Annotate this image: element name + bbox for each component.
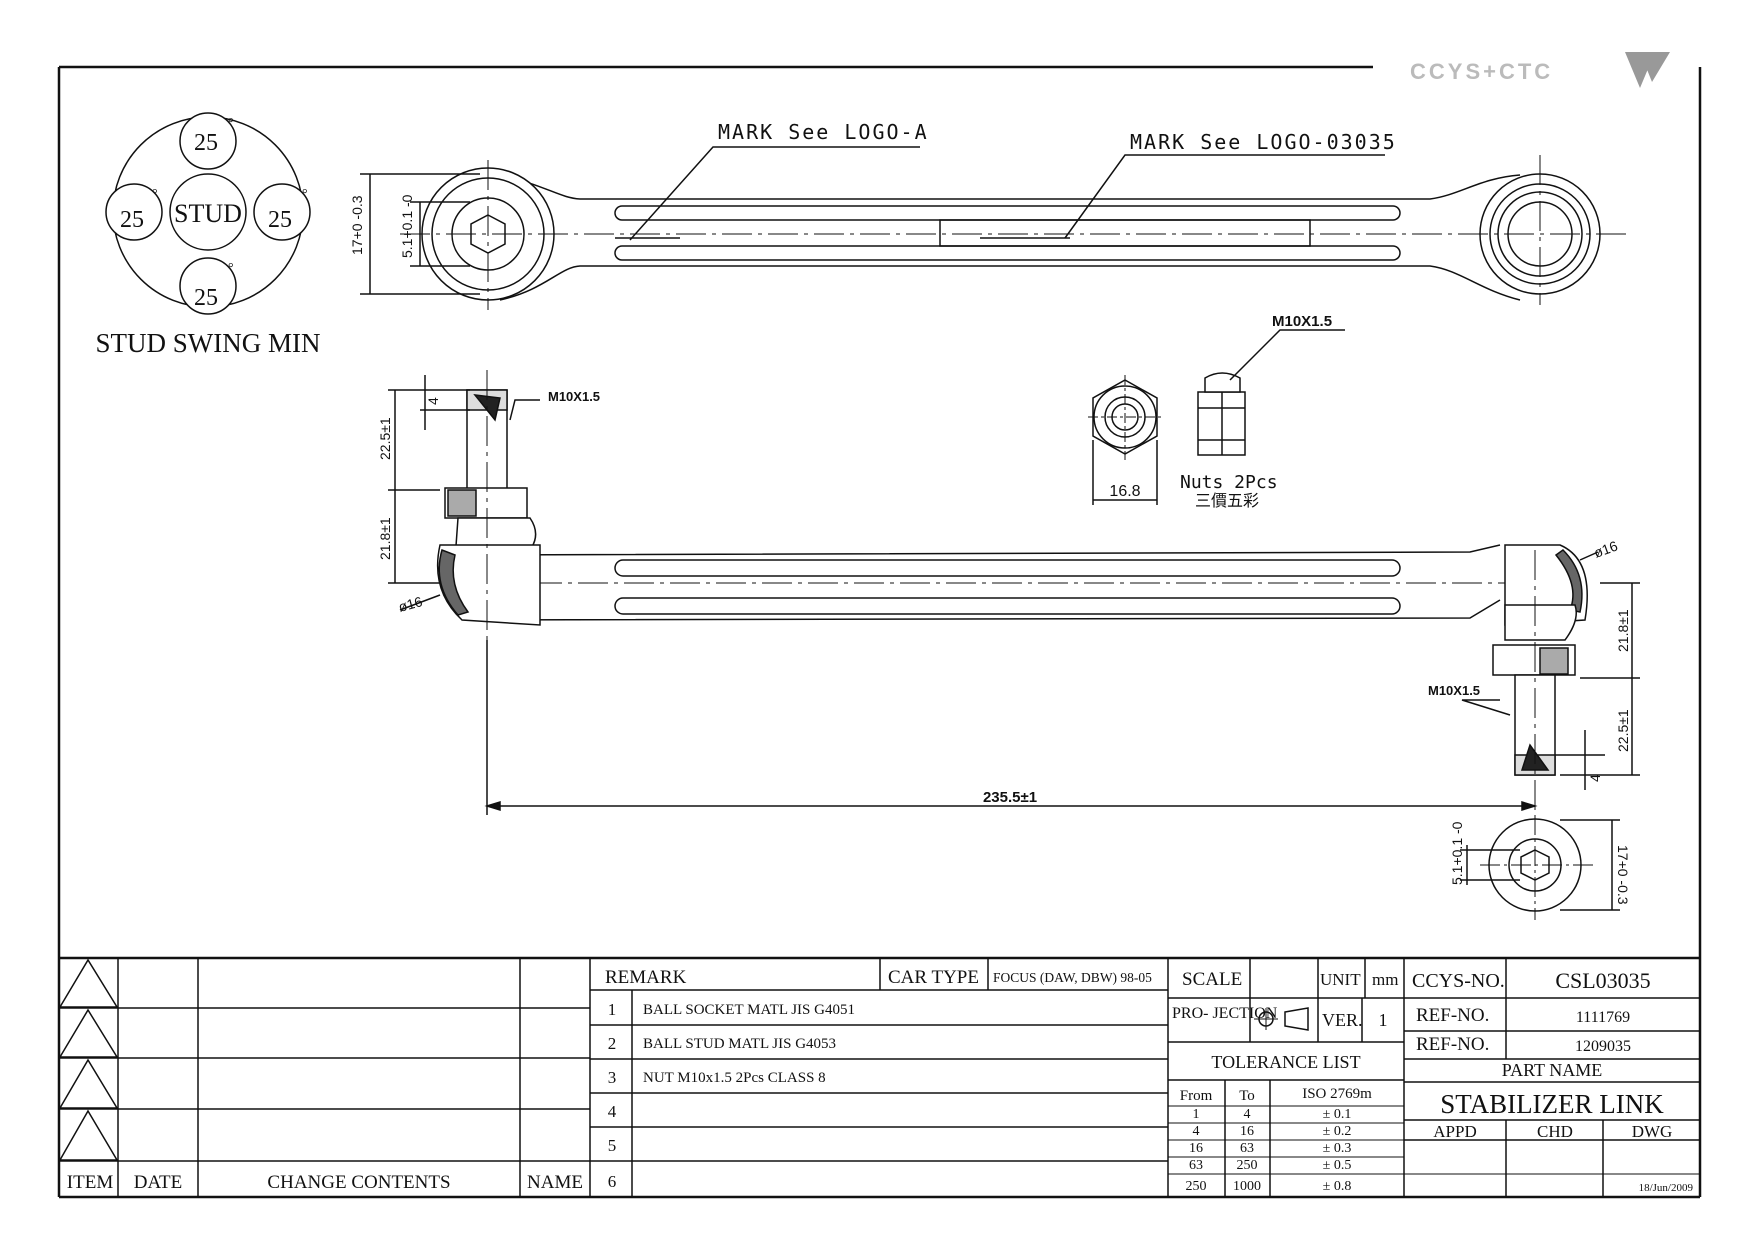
dim-stud-length-right: 22.5±1 bbox=[1615, 709, 1631, 752]
tol-value: ± 0.2 bbox=[1323, 1124, 1352, 1139]
projection-label: PRO- JECTION bbox=[1172, 1005, 1278, 1022]
ref-no-1: 1111769 bbox=[1576, 1009, 1630, 1026]
brand-mark-icon bbox=[1625, 52, 1670, 88]
part-name-value: STABILIZER LINK bbox=[1440, 1089, 1664, 1119]
ccys-no-value: CSL03035 bbox=[1555, 968, 1650, 993]
chd-label: CHD bbox=[1537, 1122, 1573, 1141]
remark-no: 6 bbox=[608, 1172, 617, 1191]
remark-text: NUT M10x1.5 2Pcs CLASS 8 bbox=[643, 1070, 826, 1086]
top-view: MARK See LOGO-A MARK See LOGO-03035 17+0… bbox=[349, 120, 1630, 310]
tol-to: 4 bbox=[1244, 1107, 1251, 1122]
tolerance-title: TOLERANCE LIST bbox=[1211, 1052, 1360, 1072]
dim-overall-length: 235.5±1 bbox=[983, 789, 1037, 806]
tol-to: 1000 bbox=[1233, 1179, 1261, 1194]
appd-label: APPD bbox=[1433, 1122, 1476, 1141]
tol-to: 63 bbox=[1240, 1141, 1254, 1156]
mark-logo-a: MARK See LOGO-A bbox=[718, 120, 929, 144]
nuts-detail: 16.8 M10X1.5 Nuts 2Pcs 三價五彩 bbox=[1088, 313, 1345, 510]
swing-angle-bottom: 25 bbox=[194, 285, 218, 311]
col-item-header: ITEM bbox=[67, 1172, 114, 1193]
tol-value: ± 0.1 bbox=[1323, 1107, 1352, 1122]
brand-logo: CCYS+CTC bbox=[1410, 52, 1670, 88]
remark-no: 3 bbox=[608, 1068, 617, 1087]
remark-no: 2 bbox=[608, 1034, 617, 1053]
dim-height-top: 17+0 -0.3 bbox=[349, 195, 365, 255]
title-block: CCYS-NO. CSL03035 REF-NO. 1111769 REF-NO… bbox=[1404, 958, 1700, 1197]
unit-value: mm bbox=[1372, 970, 1398, 989]
remark-block: REMARK CAR TYPE FOCUS (DAW, DBW) 98-05 1… bbox=[590, 958, 1169, 1197]
ref-no-label: REF-NO. bbox=[1416, 1034, 1489, 1055]
swing-angle-top: 25 bbox=[194, 130, 218, 156]
tol-from-header: From bbox=[1180, 1088, 1213, 1104]
revision-block: ITEM DATE CHANGE CONTENTS NAME bbox=[58, 958, 591, 1197]
car-type-value: FOCUS (DAW, DBW) 98-05 bbox=[993, 970, 1152, 985]
tol-value: ± 0.3 bbox=[1323, 1141, 1352, 1156]
dim-ball-right: ø16 bbox=[1592, 537, 1620, 560]
dim-hex-top: 5.1+0.1 -0 bbox=[399, 194, 415, 258]
swing-angle-right: 25 bbox=[268, 207, 292, 233]
ccys-no-label: CCYS-NO. bbox=[1412, 970, 1505, 992]
dim-height-end: 17+0 -0.3 bbox=[1615, 845, 1631, 905]
nuts-label: Nuts 2Pcs bbox=[1180, 472, 1278, 493]
tol-value: ± 0.8 bbox=[1323, 1179, 1352, 1194]
thread-label-right: M10X1.5 bbox=[1428, 683, 1480, 698]
scale-label: SCALE bbox=[1182, 969, 1242, 990]
dim-nut-width: 16.8 bbox=[1109, 483, 1140, 500]
dim-tip-left: 4 bbox=[425, 397, 441, 405]
end-view: 5.1+0.1 -0 17+0 -0.3 bbox=[1449, 815, 1631, 920]
nuts-finish-label: 三價五彩 bbox=[1195, 492, 1259, 510]
remark-title: REMARK bbox=[605, 967, 687, 988]
stud-swing-diagram: STUD 25 25 25 25 ° ° ° ° STUD SWING MIN bbox=[96, 112, 321, 358]
mark-logo-part: MARK See LOGO-03035 bbox=[1130, 130, 1397, 154]
dim-stud-height-left: 21.8±1 bbox=[377, 517, 393, 560]
degree-mark: ° bbox=[228, 261, 234, 276]
drawing-date: 18/Jun/2009 bbox=[1639, 1182, 1694, 1194]
col-date-header: DATE bbox=[134, 1172, 183, 1193]
dim-ball-left: ø16 bbox=[397, 593, 425, 615]
unit-label: UNIT bbox=[1320, 970, 1361, 989]
tol-iso-header: ISO 2769m bbox=[1302, 1086, 1372, 1102]
col-name-header: NAME bbox=[527, 1172, 583, 1193]
thread-label-nut: M10X1.5 bbox=[1272, 313, 1332, 330]
dim-stud-height-right: 21.8±1 bbox=[1615, 609, 1631, 652]
remark-no: 5 bbox=[608, 1136, 617, 1155]
remark-no: 1 bbox=[608, 1000, 617, 1019]
ref-no-2: 1209035 bbox=[1575, 1038, 1631, 1055]
degree-mark: ° bbox=[152, 187, 158, 202]
degree-mark: ° bbox=[228, 116, 234, 131]
dim-stud-length-left: 22.5±1 bbox=[377, 417, 393, 460]
remark-text: BALL SOCKET MATL JIS G4051 bbox=[643, 1002, 855, 1018]
tol-from: 63 bbox=[1189, 1158, 1203, 1173]
ver-label: VER. bbox=[1322, 1010, 1363, 1030]
degree-mark: ° bbox=[302, 187, 308, 202]
swing-angle-left: 25 bbox=[120, 207, 144, 233]
tol-from: 4 bbox=[1193, 1124, 1200, 1139]
ref-no-label: REF-NO. bbox=[1416, 1005, 1489, 1026]
sheet-border bbox=[57, 65, 1702, 1199]
dim-tip-right: 4 bbox=[1587, 774, 1603, 782]
col-change-header: CHANGE CONTENTS bbox=[267, 1172, 450, 1193]
stud-swing-caption: STUD SWING MIN bbox=[96, 328, 321, 358]
stud-label: STUD bbox=[174, 199, 242, 228]
dwg-label: DWG bbox=[1632, 1122, 1673, 1141]
car-type-label: CAR TYPE bbox=[888, 967, 979, 988]
ver-value: 1 bbox=[1379, 1010, 1388, 1030]
remark-text: BALL STUD MATL JIS G4053 bbox=[643, 1036, 836, 1052]
tol-from: 250 bbox=[1186, 1179, 1207, 1194]
tol-to: 16 bbox=[1240, 1124, 1254, 1139]
side-view: 22.5±1 21.8±1 4 M10X1.5 ø16 21.8±1 22.5±… bbox=[377, 370, 1640, 815]
tol-from: 1 bbox=[1193, 1107, 1200, 1122]
tol-to: 250 bbox=[1237, 1158, 1258, 1173]
tol-to-header: To bbox=[1239, 1088, 1255, 1104]
thread-label-left: M10X1.5 bbox=[548, 389, 600, 404]
brand-text: CCYS+CTC bbox=[1410, 59, 1553, 84]
tol-from: 16 bbox=[1189, 1141, 1203, 1156]
dim-hex-end: 5.1+0.1 -0 bbox=[1449, 821, 1465, 885]
tol-value: ± 0.5 bbox=[1323, 1158, 1352, 1173]
scale-tolerance-block: SCALE UNIT mm PRO- JECTION VER. 1 TOLERA… bbox=[1168, 958, 1405, 1197]
part-name-label: PART NAME bbox=[1502, 1060, 1602, 1080]
remark-no: 4 bbox=[608, 1102, 617, 1121]
